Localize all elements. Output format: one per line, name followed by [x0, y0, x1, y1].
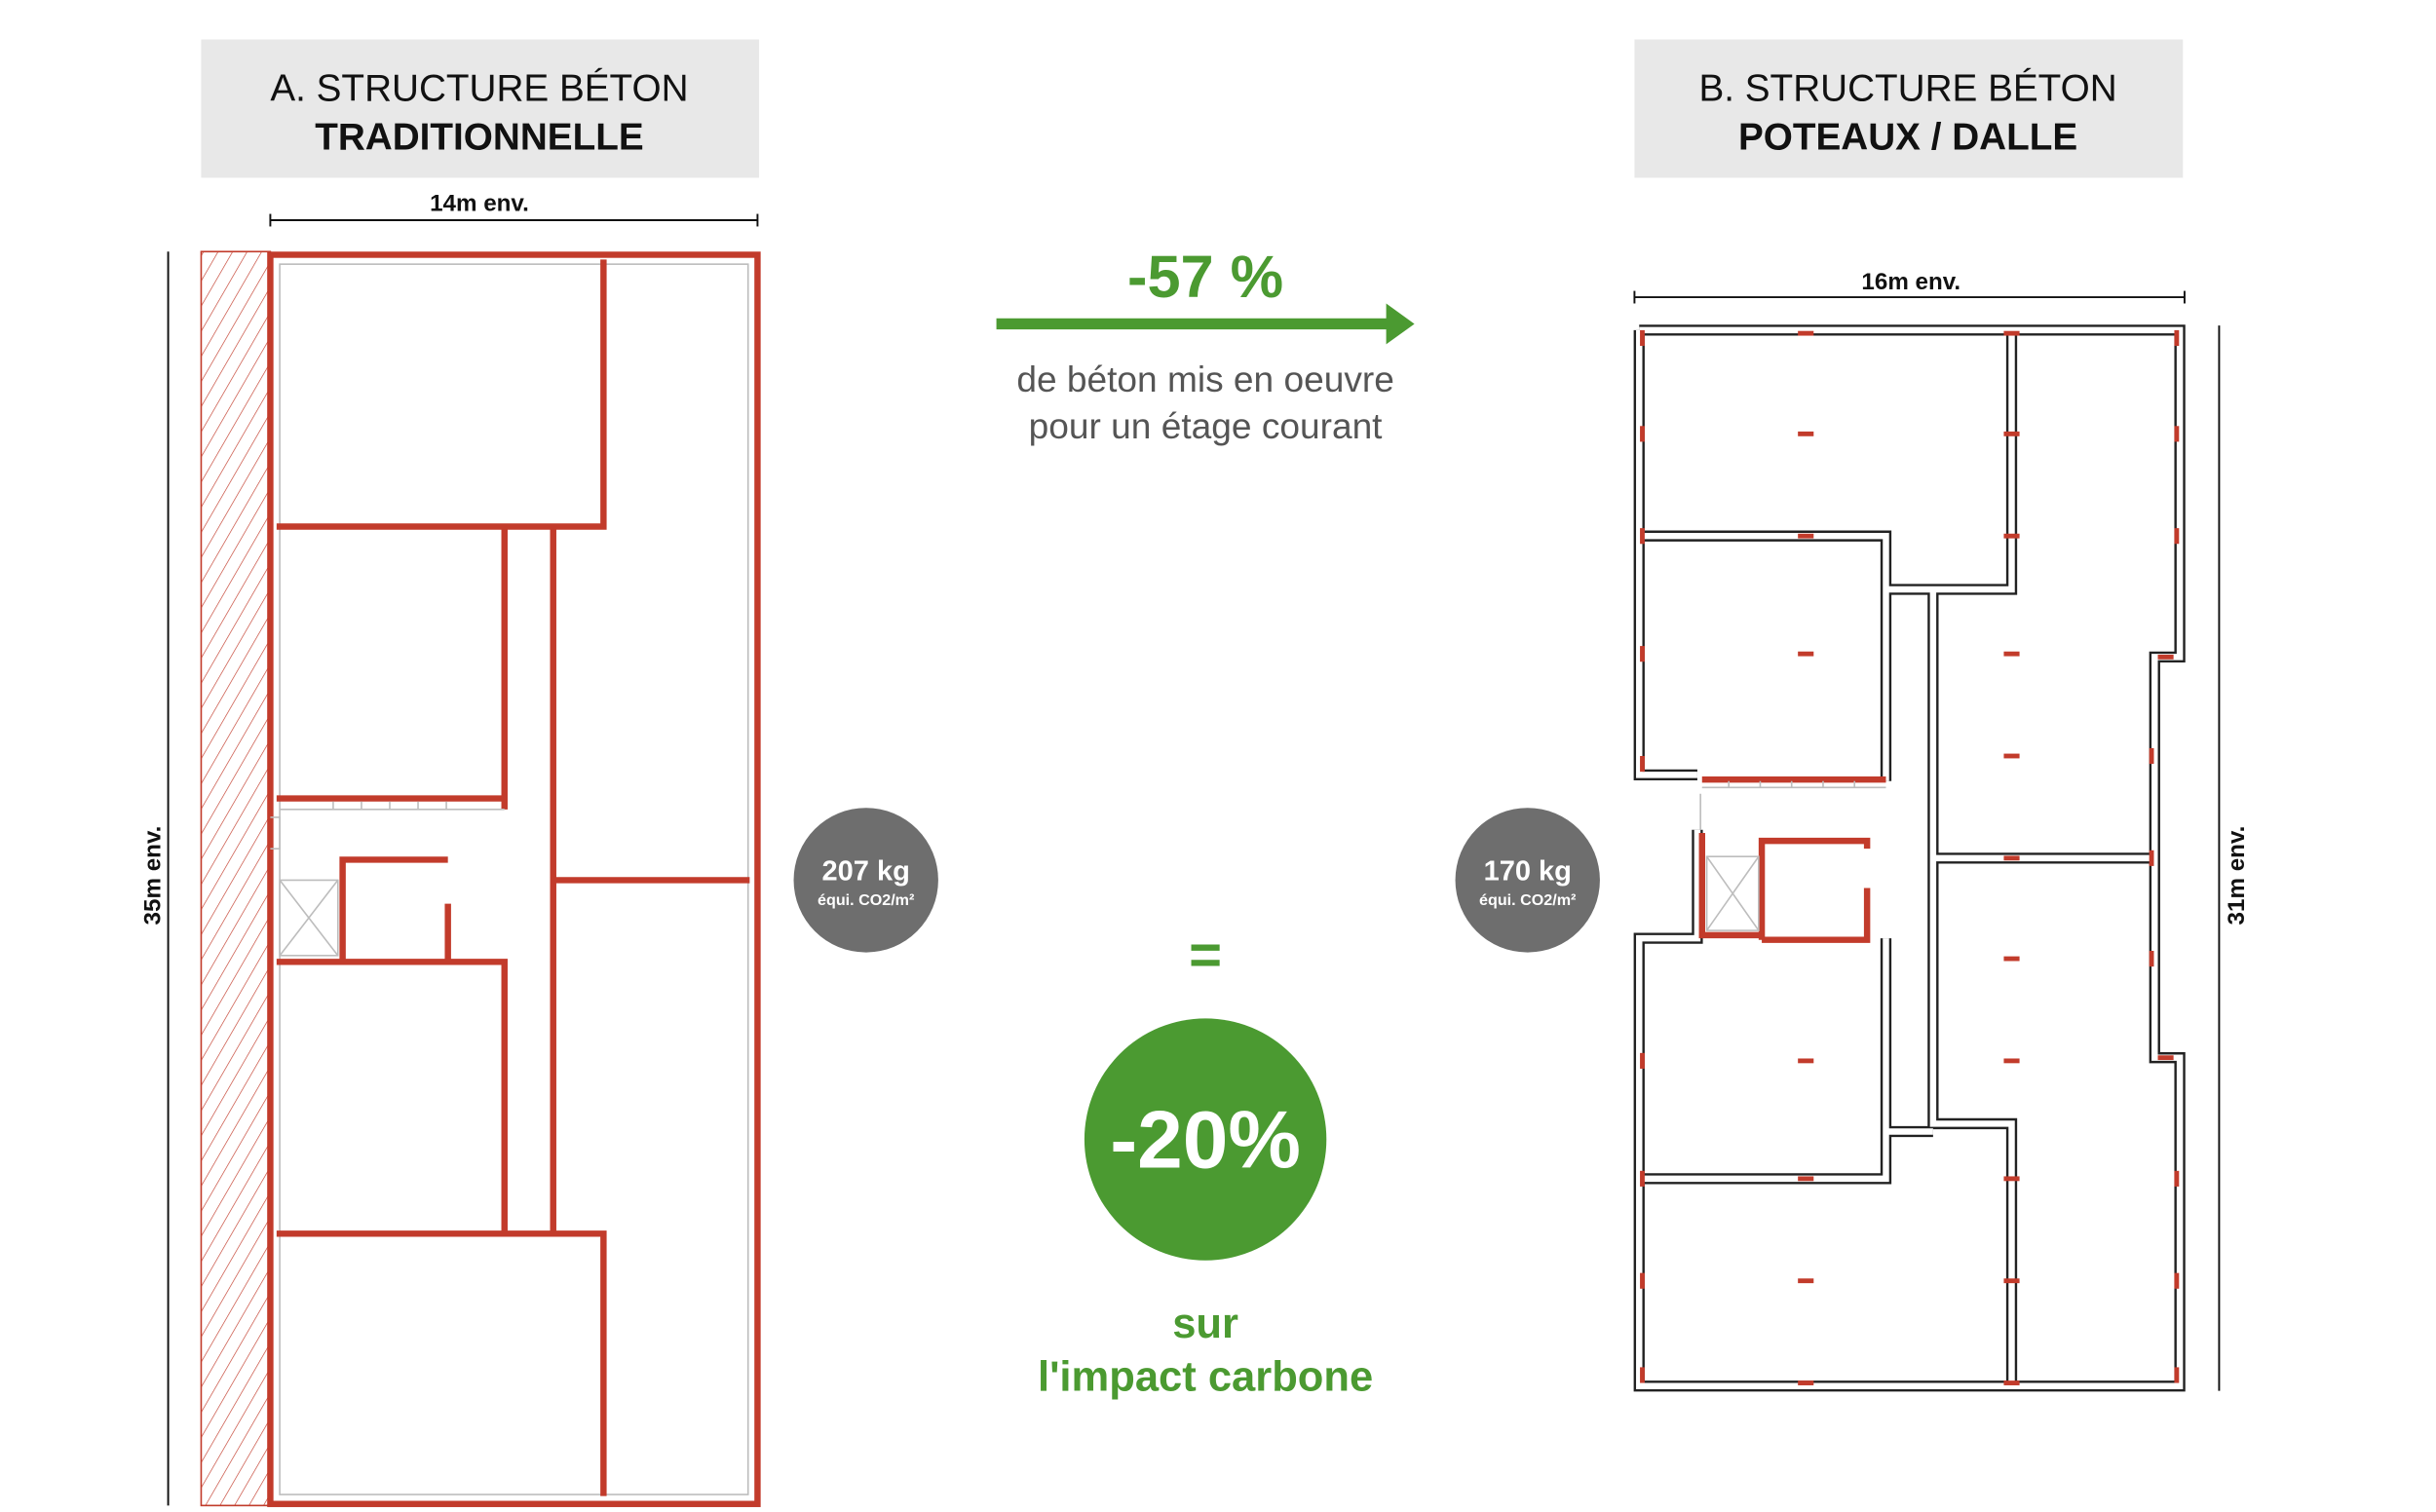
concrete-caption-line2: pour un étage courant	[1029, 405, 1384, 446]
concrete-column	[1798, 1380, 1814, 1385]
concrete-column	[2003, 1058, 2020, 1064]
concrete-column	[1640, 1272, 1645, 1289]
panel-b-floor-plan	[1633, 324, 2186, 1392]
concrete-column	[2174, 1272, 2180, 1289]
concrete-column	[1640, 1170, 1645, 1187]
panel-b-impact-unit: équi. CO2/m²	[1479, 891, 1577, 909]
concrete-column	[2174, 1367, 2180, 1383]
concrete-column	[1798, 1058, 1814, 1064]
concrete-column	[2003, 431, 2020, 436]
concrete-column	[1640, 426, 1645, 442]
concrete-column	[1798, 651, 1814, 657]
concrete-column	[2157, 1055, 2174, 1061]
concrete-column	[1640, 528, 1645, 545]
concrete-caption-line1: de béton mis en oeuvre	[1016, 359, 1394, 399]
concrete-column	[2003, 330, 2020, 336]
panel-b-header: B. STRUCTURE BÉTON POTEAUX / DALLE	[1634, 39, 2184, 178]
concrete-column	[1798, 431, 1814, 436]
panel-a-impact-value: 207 kg	[822, 855, 910, 887]
panel-a-impact-unit: équi. CO2/m²	[818, 891, 915, 909]
carbon-reduction-badge: -20% sur l'impact carbone	[1038, 1018, 1373, 1401]
concrete-reduction-callout: -57 % de béton mis en oeuvre pour un éta…	[996, 244, 1415, 446]
concrete-column	[2157, 654, 2174, 660]
carbon-caption-line1: sur	[1172, 1301, 1238, 1347]
concrete-column	[2003, 1380, 2020, 1385]
concrete-column	[2003, 651, 2020, 657]
panel-b-title-line2: POTEAUX / DALLE	[1738, 116, 2077, 158]
panel-a-header: A. STRUCTURE BÉTON TRADITIONNELLE	[201, 39, 760, 178]
concrete-column	[2149, 951, 2154, 967]
panel-a-width-label: 14m env.	[430, 190, 529, 216]
concrete-column	[2003, 956, 2020, 962]
panel-b-title-line1: B. STRUCTURE BÉTON	[1698, 67, 2116, 109]
concrete-column	[1640, 646, 1645, 662]
panel-b-impact-value: 170 kg	[1484, 855, 1572, 887]
panel-a-height-label: 35m env.	[140, 826, 167, 926]
panel-b-impact-badge: 170 kg équi. CO2/m²	[1455, 808, 1600, 953]
concrete-column	[2003, 533, 2020, 539]
panel-a-title-line2: TRADITIONNELLE	[315, 116, 643, 158]
concrete-column	[1640, 1367, 1645, 1383]
panel-a-width-dimension: 14m env.	[269, 190, 759, 227]
concrete-column	[2149, 747, 2154, 765]
concrete-column	[1798, 1278, 1814, 1284]
carbon-caption-line2: l'impact carbone	[1038, 1354, 1373, 1401]
concrete-column	[2003, 753, 2020, 759]
panel-a-floor-plan	[200, 250, 761, 1507]
concrete-reduction-value: -57 %	[1127, 244, 1283, 310]
concrete-column	[2174, 528, 2180, 545]
concrete-column	[2174, 426, 2180, 442]
panel-b-width-dimension: 16m env.	[1633, 269, 2186, 304]
panel-a-title-line1: A. STRUCTURE BÉTON	[270, 67, 688, 109]
concrete-column	[1640, 1052, 1645, 1069]
equals-sign: =	[1189, 924, 1222, 987]
concrete-column	[1640, 756, 1645, 773]
concrete-column	[1640, 329, 1645, 347]
panel-b-width-label: 16m env.	[1861, 269, 1960, 295]
panel-b-height-dimension: 31m env.	[2218, 325, 2250, 1391]
concrete-column	[2174, 1170, 2180, 1187]
panel-a-height-dimension: 35m env.	[140, 251, 170, 1506]
concrete-column	[2003, 1176, 2020, 1182]
concrete-column	[2149, 850, 2154, 866]
panel-a-impact-badge: 207 kg équi. CO2/m²	[793, 808, 938, 953]
carbon-reduction-value: -20%	[1110, 1094, 1301, 1186]
panel-b-height-label: 31m env.	[2224, 826, 2250, 926]
concrete-column	[2003, 1278, 2020, 1284]
concrete-column	[1798, 330, 1814, 336]
concrete-column	[2174, 329, 2180, 347]
concrete-column	[2003, 855, 2020, 861]
concrete-column	[1798, 1176, 1814, 1182]
concrete-column	[1798, 533, 1814, 539]
